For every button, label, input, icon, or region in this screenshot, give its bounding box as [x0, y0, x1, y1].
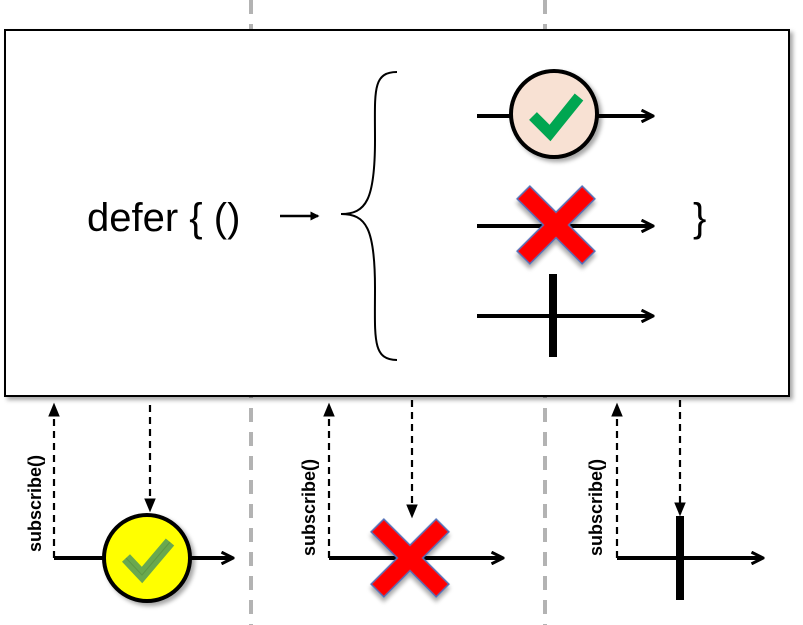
subscribe-label-3: subscribe() — [586, 459, 606, 556]
defer-expression-label: defer { () — [87, 196, 240, 240]
check-icon — [529, 93, 584, 142]
inner-complete-timeline — [477, 274, 652, 357]
defer-box-frame — [4, 29, 790, 397]
red-x-icon — [370, 518, 450, 598]
check-icon-outline — [125, 541, 171, 576]
error-icon-group — [370, 518, 450, 598]
subscription-error: subscribe() — [299, 400, 502, 598]
defer-box: defer { () } — [4, 29, 790, 397]
subscription-complete: subscribe() — [586, 400, 762, 600]
subscription-value: subscribe() — [25, 402, 232, 603]
curly-brace — [340, 71, 398, 361]
check-icon — [121, 538, 175, 584]
value-circle — [102, 513, 192, 603]
inner-error-icon — [516, 185, 596, 265]
inner-value-timeline — [477, 69, 652, 159]
subscribe-label-1: subscribe() — [25, 455, 45, 552]
closing-brace: } — [693, 196, 706, 240]
subscribe-label-2: subscribe() — [299, 459, 319, 556]
red-x-icon — [516, 185, 596, 265]
inner-value-circle — [509, 69, 599, 159]
inner-error-timeline — [477, 185, 652, 265]
